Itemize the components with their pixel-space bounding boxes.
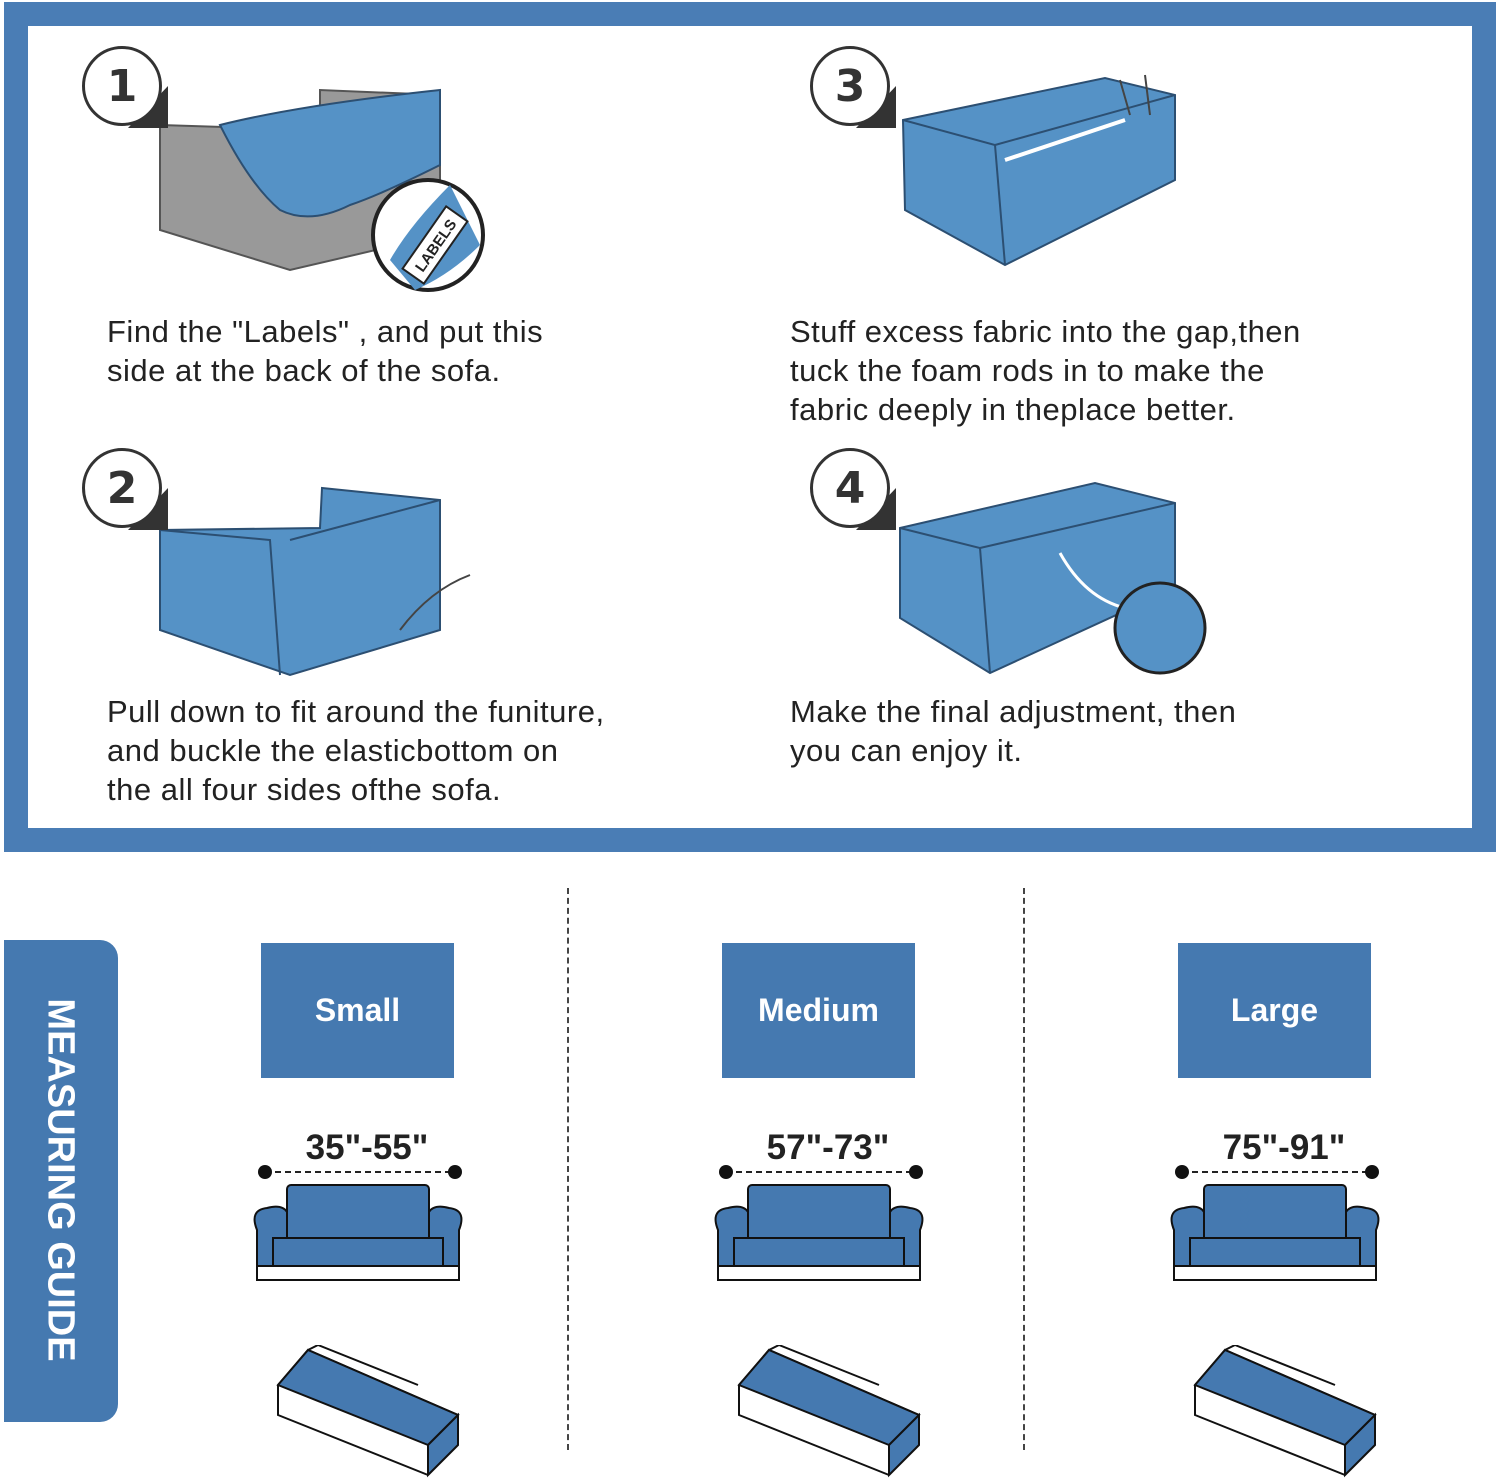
size-range-medium: 57"-73" <box>766 1128 890 1167</box>
size-label-medium: Medium <box>722 943 915 1078</box>
sofa-side-diagram <box>276 1345 460 1478</box>
size-range-small: 35"-55" <box>305 1128 429 1167</box>
sofa-front-diagram <box>253 1165 463 1281</box>
sofa-front-diagram <box>714 1165 924 1281</box>
instructions-frame <box>4 2 1496 852</box>
measuring-guide-tab: MEASURING GUIDE <box>4 940 118 1422</box>
size-range-large: 75"-91" <box>1222 1128 1346 1167</box>
column-divider <box>567 888 569 1450</box>
sofa-side-diagram <box>737 1345 921 1478</box>
sofa-front-diagram <box>1170 1165 1380 1281</box>
measuring-guide-title: MEASURING GUIDE <box>39 998 82 1362</box>
instructions-panel <box>28 26 1472 828</box>
size-label-small: Small <box>261 943 454 1078</box>
column-divider <box>1023 888 1025 1450</box>
sofa-side-diagram <box>1193 1345 1377 1478</box>
size-label-large: Large <box>1178 943 1371 1078</box>
